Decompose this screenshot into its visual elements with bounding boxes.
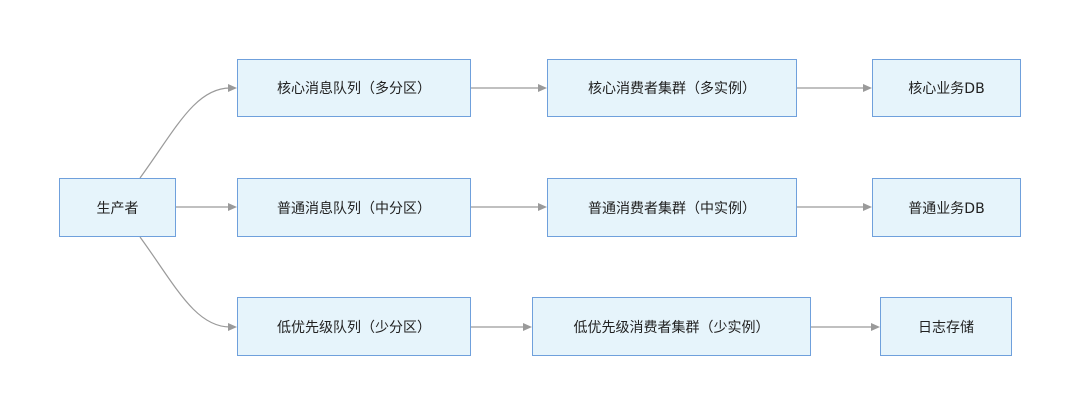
normal-queue-node[interactable]: 普通消息队列（中分区）: [237, 178, 471, 237]
normal-db-node[interactable]: 普通业务DB: [872, 178, 1021, 237]
arrow-core-queue: [228, 84, 237, 92]
arrow-low-queue: [228, 323, 237, 331]
producer-node[interactable]: 生产者: [59, 178, 176, 237]
low-consumers-node[interactable]: 低优先级消费者集群（少实例）: [532, 297, 811, 356]
arrow-log-storage: [871, 323, 880, 331]
arrow-core-consumers: [538, 84, 547, 92]
low-queue-node[interactable]: 低优先级队列（少分区）: [237, 297, 471, 356]
arrow-normal-db: [863, 203, 872, 211]
arrow-normal-consumers: [538, 203, 547, 211]
core-queue-node[interactable]: 核心消息队列（多分区）: [237, 59, 471, 117]
edge-producer-low-queue: [139, 236, 231, 328]
core-consumers-node[interactable]: 核心消费者集群（多实例）: [547, 59, 797, 117]
log-storage-node[interactable]: 日志存储: [880, 297, 1012, 356]
normal-consumers-node[interactable]: 普通消费者集群（中实例）: [547, 178, 797, 237]
core-db-node[interactable]: 核心业务DB: [872, 59, 1021, 117]
arrow-core-db: [863, 84, 872, 92]
arrow-normal-queue: [228, 203, 237, 211]
edge-producer-core-queue: [139, 87, 231, 179]
arrow-low-consumers: [523, 323, 532, 331]
